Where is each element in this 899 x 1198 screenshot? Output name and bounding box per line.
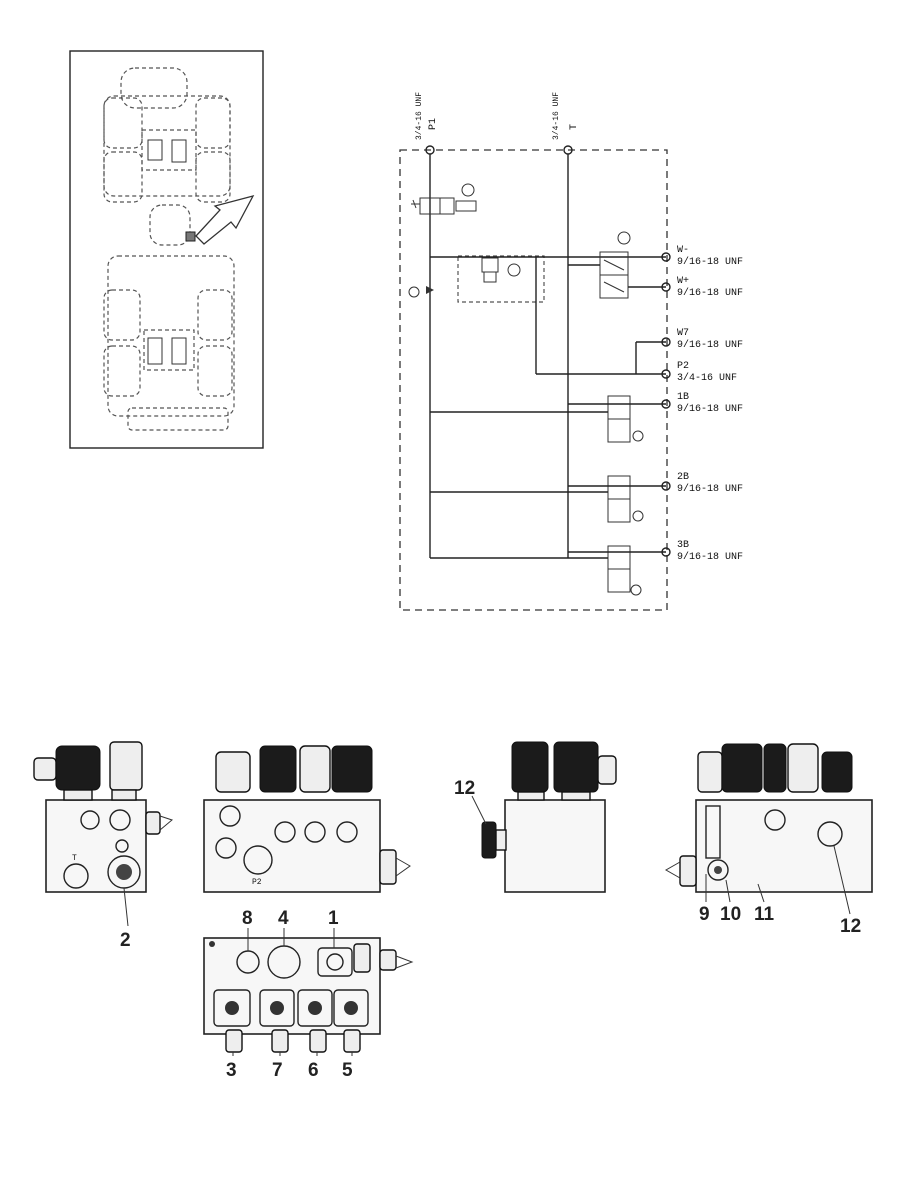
callout-8: 8 <box>242 908 253 929</box>
valve-block-view-right-end <box>471 741 617 893</box>
valve-block-view-top <box>203 928 414 1056</box>
callout-12-left: 12 <box>454 778 475 799</box>
port-w7-name: W7 <box>677 328 689 339</box>
callout-3: 3 <box>226 1060 237 1081</box>
port-t-thread: 3/4-16 UNF <box>552 92 561 140</box>
port-p1-thread: 3/4-16 UNF <box>415 92 424 140</box>
valve-block-view-rear <box>664 743 873 915</box>
callout-2: 2 <box>120 930 131 951</box>
callout-9: 9 <box>699 904 710 925</box>
block-port-label-t: T <box>72 854 77 863</box>
schematic-pressure-reducer <box>481 257 521 283</box>
schematic-valve-1b <box>607 395 644 443</box>
port-3b-name: 3B <box>677 540 689 551</box>
callout-6: 6 <box>308 1060 319 1081</box>
port-1b-thread: 9/16-18 UNF <box>677 403 743 415</box>
callout-1: 1 <box>328 908 339 929</box>
schematic-shutoff-valve <box>411 183 477 215</box>
port-w-minus-name: W- <box>677 245 689 256</box>
machine-locator-panel <box>69 50 264 449</box>
port-w-plus-thread: 9/16-18 UNF <box>677 287 743 299</box>
machine-outline-rear <box>103 255 235 431</box>
callout-5: 5 <box>342 1060 353 1081</box>
port-t-name: T <box>569 124 580 130</box>
part-callouts: 2 8 4 1 3 7 6 5 12 9 10 11 12 <box>120 778 861 1081</box>
port-w-minus-thread: 9/16-18 UNF <box>677 256 743 268</box>
block-port-label-p2: P2 <box>252 878 262 887</box>
port-w-plus-name: W+ <box>677 276 689 287</box>
hydraulic-schematic: P1 3/4-16 UNF T 3/4-16 UNF <box>399 92 743 611</box>
port-2b-thread: 9/16-18 UNF <box>677 483 743 495</box>
schematic-valve-2b <box>607 475 644 523</box>
callout-11: 11 <box>754 904 775 925</box>
callout-4: 4 <box>278 908 289 929</box>
location-arrow-icon <box>195 194 255 245</box>
machine-outline-front <box>103 67 231 246</box>
port-w7-thread: 9/16-18 UNF <box>677 339 743 351</box>
callout-10: 10 <box>720 904 741 925</box>
port-p1-name: P1 <box>428 118 439 130</box>
port-p2-name: P2 <box>677 361 689 372</box>
callout-7: 7 <box>272 1060 283 1081</box>
valve-location-marker <box>185 231 196 242</box>
callout-12-right: 12 <box>840 916 861 937</box>
port-2b-name: 2B <box>677 472 689 483</box>
port-p2-thread: 3/4-16 UNF <box>677 372 737 384</box>
schematic-directional-valve-w <box>599 231 631 299</box>
valve-block-view-left-end: T <box>33 741 174 893</box>
valve-block-view-front: P2 <box>203 745 411 893</box>
port-1b-name: 1B <box>677 392 689 403</box>
schematic-valve-3b <box>607 545 642 596</box>
port-3b-thread: 9/16-18 UNF <box>677 551 743 563</box>
